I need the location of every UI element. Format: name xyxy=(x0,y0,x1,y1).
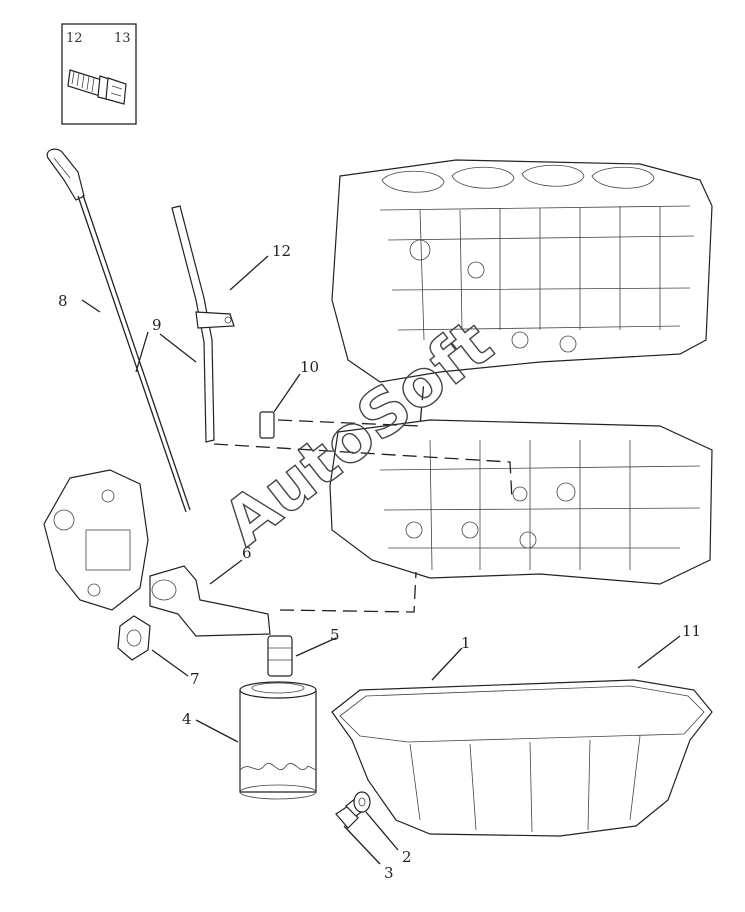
callout-11: 11 xyxy=(682,622,701,640)
filter-union xyxy=(267,635,293,677)
callout-2: 2 xyxy=(402,848,412,866)
oil-dipstick xyxy=(46,148,191,513)
callout-5: 5 xyxy=(330,626,340,644)
assembly-dashed-lines xyxy=(213,379,513,613)
callout-3: 3 xyxy=(384,864,394,882)
leader-lines xyxy=(81,255,681,865)
callout-10: 10 xyxy=(300,358,319,376)
callout-12: 12 xyxy=(272,242,291,260)
inset-box: 12 13 xyxy=(61,23,137,125)
dowel-pin xyxy=(259,411,275,439)
dipstick-guide-tube xyxy=(171,205,235,443)
inset-label-12: 12 xyxy=(66,31,83,46)
oil-pump xyxy=(43,469,149,611)
inset-label-13: 13 xyxy=(114,31,131,46)
callout-4: 4 xyxy=(182,710,192,728)
callout-9: 9 xyxy=(152,316,162,334)
oil-filter xyxy=(239,681,317,800)
callout-8: 8 xyxy=(58,292,68,310)
bolt-icon xyxy=(67,69,127,105)
callout-1: 1 xyxy=(461,634,471,652)
cylinder-block xyxy=(331,159,713,383)
callouts: 1 2 3 4 5 6 7 8 9 10 11 12 xyxy=(58,242,701,882)
oil-filter-adapter xyxy=(149,565,271,637)
callout-7: 7 xyxy=(190,670,200,688)
oil-pan xyxy=(331,679,713,837)
callout-6: 6 xyxy=(242,544,252,562)
drain-washer xyxy=(353,791,371,813)
lower-crankcase xyxy=(329,419,713,585)
gasket xyxy=(117,615,151,661)
